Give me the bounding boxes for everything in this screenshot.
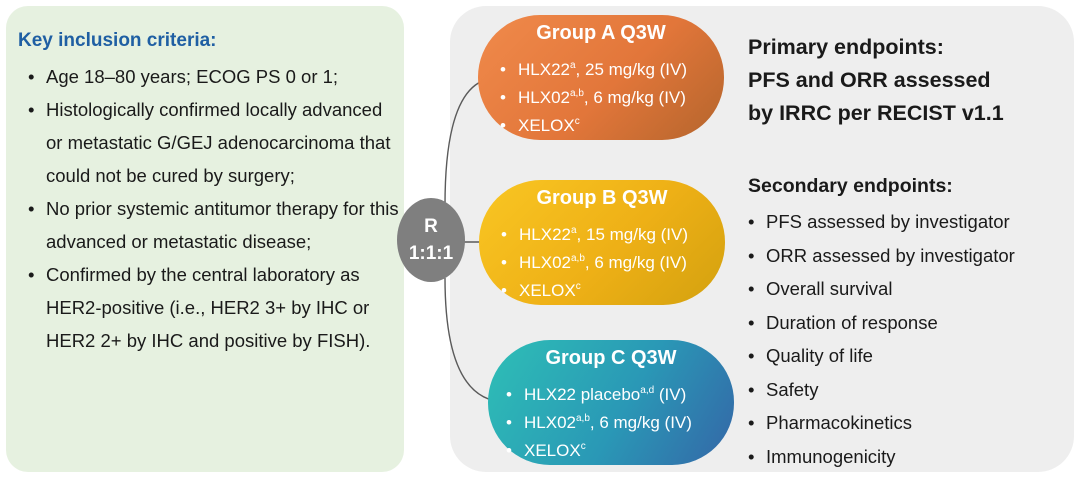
regimen-item: •HLX02a,b, 6 mg/kg (IV) bbox=[500, 88, 686, 107]
bullet-icon: • bbox=[28, 198, 35, 219]
secondary-endpoint-item: •Pharmacokinetics bbox=[748, 406, 1015, 440]
bullet-icon: • bbox=[28, 264, 35, 285]
regimen-item: •HLX02a,b, 6 mg/kg (IV) bbox=[506, 413, 692, 432]
secondary-endpoint-item: •Safety bbox=[748, 373, 1015, 407]
secondary-endpoint-item: •Immunogenicity bbox=[748, 440, 1015, 474]
secondary-endpoint-item: •Duration of response bbox=[748, 306, 1015, 340]
secondary-endpoint-item: •PFS assessed by investigator bbox=[748, 205, 1015, 239]
bullet-icon: • bbox=[748, 311, 755, 333]
bullet-icon: • bbox=[748, 345, 755, 366]
group-b-regimen-list: •HLX22a, 15 mg/kg (IV) •HLX02a,b, 6 mg/k… bbox=[501, 221, 688, 305]
group-c-box: Group C Q3W •HLX22 placeboa,d (IV) •HLX0… bbox=[488, 340, 734, 465]
inclusion-item: •Confirmed by the central laboratory as … bbox=[24, 258, 402, 357]
group-c-title: Group C Q3W bbox=[545, 347, 677, 369]
group-a-regimen-list: •HLX22a, 25 mg/kg (IV) •HLX02a,b, 6 mg/k… bbox=[500, 56, 687, 140]
randomization-ratio: 1:1:1 bbox=[408, 243, 454, 264]
regimen-item: •XELOXc bbox=[500, 116, 580, 135]
group-b-title: Group B Q3W bbox=[536, 187, 668, 209]
randomization-label: R bbox=[424, 216, 438, 237]
inclusion-criteria-panel bbox=[6, 6, 404, 472]
secondary-endpoint-item: •Overall survival bbox=[748, 272, 1015, 306]
secondary-endpoint-item: •ORR assessed by investigator bbox=[748, 239, 1015, 273]
bullet-icon: • bbox=[28, 99, 35, 120]
inclusion-item: •Age 18–80 years; ECOG PS 0 or 1; bbox=[24, 60, 402, 93]
bullet-icon: • bbox=[28, 66, 35, 87]
inclusion-criteria-list: •Age 18–80 years; ECOG PS 0 or 1; •Histo… bbox=[24, 60, 402, 357]
group-b-box: Group B Q3W •HLX22a, 15 mg/kg (IV) •HLX0… bbox=[479, 180, 725, 305]
inclusion-item: •Histologically confirmed locally advanc… bbox=[24, 93, 402, 192]
secondary-endpoints-list: •PFS assessed by investigator •ORR asses… bbox=[748, 205, 1015, 473]
inclusion-criteria-title: Key inclusion criteria: bbox=[18, 30, 217, 51]
regimen-item: •XELOXc bbox=[501, 281, 581, 300]
primary-endpoints: Primary endpoints: PFS and ORR assessed … bbox=[748, 31, 1004, 130]
primary-endpoints-line: by IRRC per RECIST v1.1 bbox=[748, 101, 1004, 125]
regimen-item: •HLX02a,b, 6 mg/kg (IV) bbox=[501, 253, 687, 272]
group-a-box: Group A Q3W •HLX22a, 25 mg/kg (IV) •HLX0… bbox=[478, 15, 724, 140]
bullet-icon: • bbox=[748, 278, 755, 299]
group-a-title: Group A Q3W bbox=[536, 22, 666, 44]
primary-endpoints-title: Primary endpoints: bbox=[748, 35, 944, 59]
bullet-icon: • bbox=[748, 378, 755, 400]
group-c-regimen-list: •HLX22 placeboa,d (IV) •HLX02a,b, 6 mg/k… bbox=[506, 381, 692, 465]
bullet-icon: • bbox=[748, 211, 755, 232]
bullet-icon: • bbox=[748, 445, 755, 467]
regimen-item: •HLX22 placeboa,d (IV) bbox=[506, 385, 687, 404]
primary-endpoints-line: PFS and ORR assessed bbox=[748, 68, 991, 92]
regimen-item: •HLX22a, 15 mg/kg (IV) bbox=[501, 225, 689, 244]
bullet-icon: • bbox=[748, 412, 755, 433]
regimen-item: •XELOXc bbox=[506, 441, 586, 460]
secondary-endpoint-item: •Quality of life bbox=[748, 339, 1015, 373]
secondary-endpoints-title: Secondary endpoints: bbox=[748, 175, 953, 197]
inclusion-item: •No prior systemic antitumor therapy for… bbox=[24, 192, 402, 258]
regimen-item: •HLX22a, 25 mg/kg (IV) bbox=[500, 60, 688, 79]
bullet-icon: • bbox=[748, 244, 755, 266]
randomization-node: R 1:1:1 bbox=[397, 198, 465, 282]
